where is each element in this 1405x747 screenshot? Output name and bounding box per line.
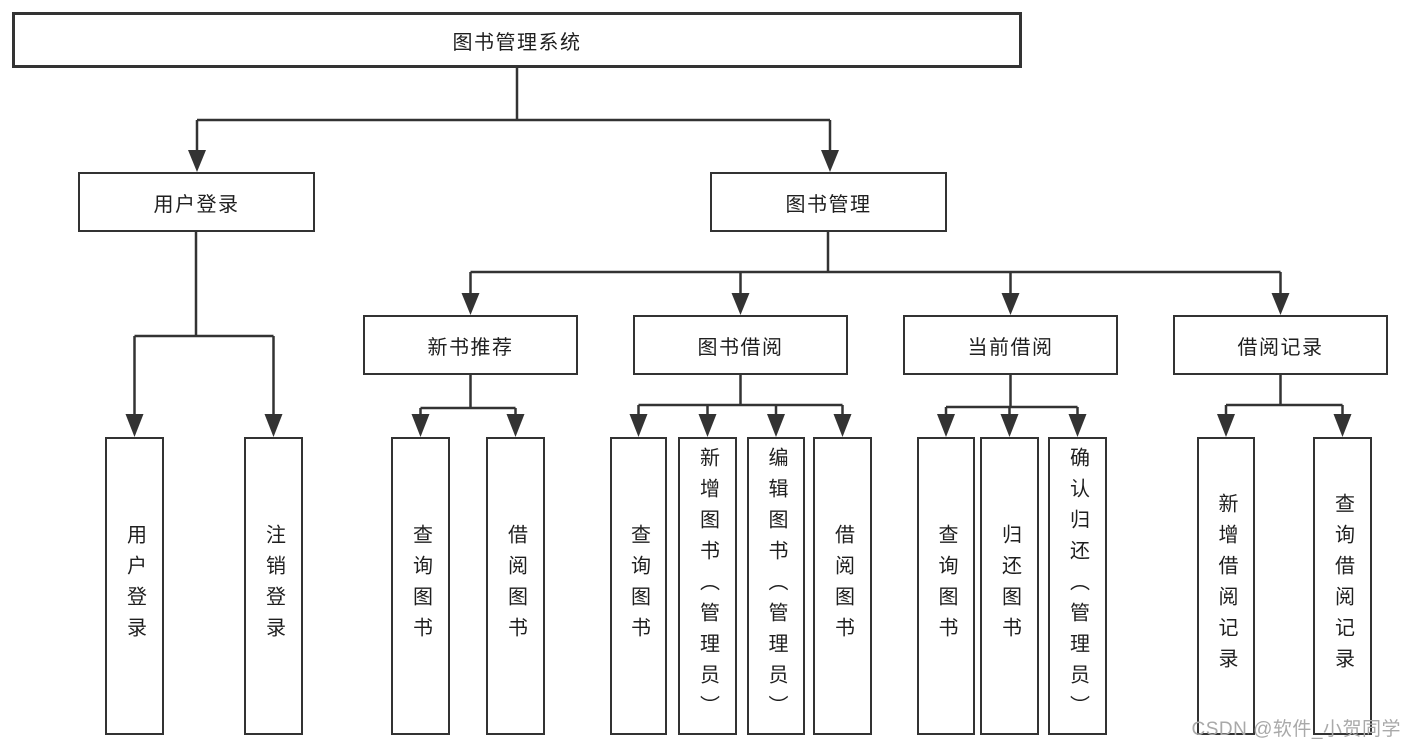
node-borrowing-records-label: 借阅记录 (1237, 336, 1324, 359)
leaf-return-books-label: 归还图书 (998, 524, 1021, 648)
leaf-borrow-books-borrowing: 借阅图书 (813, 437, 872, 735)
leaf-query-books-borrowing-label: 查询图书 (627, 524, 650, 648)
leaf-borrow-books-borrowing-label: 借阅图书 (831, 524, 854, 648)
leaf-add-books-admin-label: 新增图书（管理员） (696, 446, 719, 726)
node-user-login-label: 用户登录 (153, 193, 240, 216)
leaf-borrow-books-recommend-label: 借阅图书 (504, 524, 527, 648)
leaf-logout: 注销登录 (244, 437, 303, 735)
leaf-query-books-recommend: 查询图书 (391, 437, 450, 735)
leaf-add-borrow-record: 新增借阅记录 (1197, 437, 1255, 735)
leaf-borrow-books-recommend: 借阅图书 (486, 437, 545, 735)
leaf-query-books-current: 查询图书 (917, 437, 975, 735)
node-borrowing-records: 借阅记录 (1173, 315, 1388, 375)
leaf-user-login: 用户登录 (105, 437, 164, 735)
leaf-query-borrow-record-label: 查询借阅记录 (1331, 493, 1354, 679)
leaf-query-books-borrowing: 查询图书 (610, 437, 667, 735)
node-book-borrowing: 图书借阅 (633, 315, 848, 375)
leaf-query-borrow-record: 查询借阅记录 (1313, 437, 1372, 735)
leaf-confirm-return-admin: 确认归还（管理员） (1048, 437, 1107, 735)
node-current-borrowing-label: 当前借阅 (967, 336, 1054, 359)
node-new-book-recommendation-label: 新书推荐 (427, 336, 514, 359)
leaf-add-borrow-record-label: 新增借阅记录 (1215, 493, 1237, 679)
node-book-borrowing-label: 图书借阅 (697, 336, 784, 359)
node-new-book-recommendation: 新书推荐 (363, 315, 578, 375)
leaf-query-books-current-label: 查询图书 (935, 524, 957, 648)
leaf-confirm-return-admin-label: 确认归还（管理员） (1066, 446, 1089, 726)
leaf-edit-books-admin: 编辑图书（管理员） (747, 437, 805, 735)
node-book-management: 图书管理 (710, 172, 947, 232)
node-user-login: 用户登录 (78, 172, 315, 232)
node-root-label: 图书管理系统 (452, 31, 582, 54)
arrowheads (125, 150, 1352, 437)
leaf-logout-label: 注销登录 (262, 524, 285, 648)
leaf-return-books: 归还图书 (980, 437, 1039, 735)
leaf-user-login-label: 用户登录 (123, 524, 146, 648)
leaf-edit-books-admin-label: 编辑图书（管理员） (765, 446, 787, 726)
csdn-watermark: CSDN @软件_小贺同学 (1191, 719, 1401, 740)
node-root: 图书管理系统 (12, 12, 1022, 68)
node-current-borrowing: 当前借阅 (903, 315, 1118, 375)
node-book-management-label: 图书管理 (785, 193, 872, 216)
leaf-query-books-recommend-label: 查询图书 (409, 524, 432, 648)
leaf-add-books-admin: 新增图书（管理员） (678, 437, 737, 735)
